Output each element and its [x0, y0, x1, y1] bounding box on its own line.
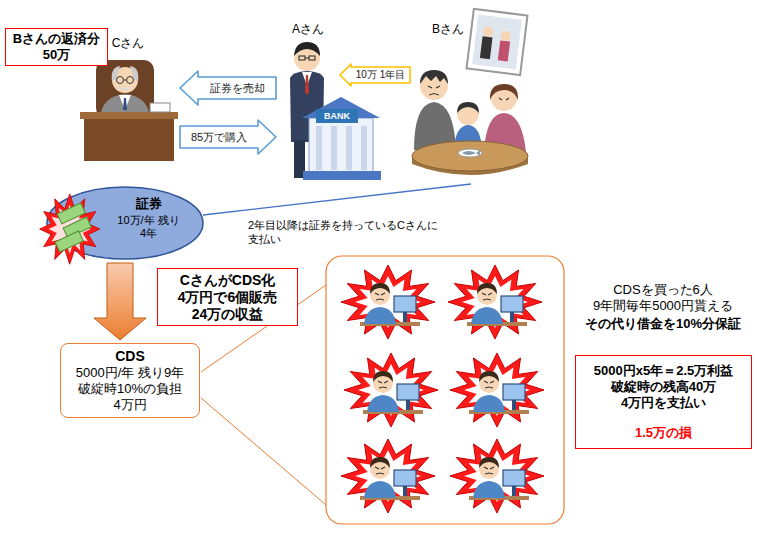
cds-arrow [94, 263, 146, 340]
family-b-figure [457, 102, 479, 113]
person-a-figure [305, 58, 309, 59]
security-ellipse: 証券 10万/年 残り 4年 [45, 185, 205, 261]
person-c-figure [80, 112, 178, 119]
buyers-group [341, 265, 435, 339]
family-b-figure [458, 149, 482, 157]
debt-box: Bさんの返済分 50万 [5, 28, 108, 66]
photo-frame [500, 30, 511, 41]
person-c-figure [119, 87, 131, 89]
person-a-figure [294, 42, 320, 56]
buyers-group [344, 353, 438, 427]
family-b-figure [499, 98, 509, 100]
payment-arrow [340, 64, 410, 86]
family-b-figure [420, 70, 448, 84]
buyers-group [450, 353, 544, 427]
node-text: 5000円/年 残り9年 破綻時10%の負担 4万円 [66, 365, 194, 413]
person-c-figure [127, 77, 134, 84]
bank-building [316, 126, 322, 170]
cds-box: CDS5000円/年 残り9年 破綻時10%の負担 4万円 [60, 343, 200, 418]
person-c-figure [80, 60, 178, 161]
photo-frame [467, 9, 528, 75]
person-c-figure [84, 119, 174, 161]
family-b-figure [490, 84, 518, 100]
buyers-note-bold: その代り借金を10%分保証 [577, 316, 749, 332]
buy-arrow [180, 120, 276, 154]
buyers-group [201, 398, 326, 505]
family-b-figure [428, 86, 440, 88]
node-text: Aさん [278, 22, 338, 37]
node-text: CさんがCDS化 4万円で6個販売 24万の収益 [162, 272, 293, 322]
sell-arrow [180, 71, 276, 105]
person-a-figure [305, 75, 309, 95]
person-c-figure [112, 66, 120, 82]
node-text: 10万/年 残り 4年 [114, 214, 184, 241]
bank-building [346, 126, 352, 170]
photo-frame [480, 36, 493, 59]
arrow-label: 証券を売却 [198, 77, 276, 99]
node-text: 1.5万の損 [581, 425, 746, 441]
person-a-figure [309, 56, 315, 60]
family-b-figure [412, 70, 528, 175]
photo-frame [483, 26, 494, 37]
person-c-figure [123, 98, 127, 110]
person-c-figure [130, 66, 138, 82]
person-a: Aさん [278, 22, 338, 182]
arrow-label: 85万で購入 [180, 126, 258, 148]
family-b-figure [457, 103, 479, 125]
security-ellipse-shape [55, 231, 83, 252]
node-text: CDS [66, 348, 194, 365]
node-text: Cさん [78, 36, 178, 51]
node-text: Bさんの返済分 50万 [9, 31, 104, 63]
family-b-figure [412, 141, 528, 171]
bank-building [309, 118, 373, 172]
node-text: 5000円x5年＝2.5万利益 破綻時の残高40万 4万円を支払い [581, 363, 746, 411]
bank-sign: BANK [316, 109, 358, 123]
buyers-group [326, 256, 564, 524]
family-b-figure [462, 150, 480, 156]
bank-building [303, 171, 381, 180]
family-b-figure [429, 94, 439, 96]
person-c-figure [119, 95, 131, 110]
loss-box: 5000円x5年＝2.5万利益 破綻時の残高40万 4万円を支払い 1.5万の損 [575, 355, 752, 449]
person-b: Bさん [412, 22, 530, 182]
person-c-figure [96, 60, 154, 118]
payment-line [203, 184, 471, 215]
buyers-group [450, 439, 544, 513]
security-ellipse-shape [55, 231, 83, 252]
payment-line [203, 184, 471, 215]
bank-building [302, 97, 381, 180]
bank-building [361, 126, 367, 170]
line-label: 2年目以降は証券を持っているCさんに 支払い [248, 218, 470, 247]
buyers-group [448, 265, 542, 339]
security-ellipse-shape [40, 194, 100, 264]
bank-building [316, 109, 358, 123]
buyers-note: CDSを買った6人 9年間毎年5000円貰える [577, 282, 749, 315]
photo-frame [467, 9, 528, 75]
person-c: Cさん [78, 36, 178, 162]
photo-frame [472, 15, 522, 70]
person-c-figure [112, 67, 138, 93]
photo-frame [498, 40, 510, 61]
person-a-figure [299, 56, 305, 60]
person-c-figure [117, 77, 124, 84]
node-text: Bさん [432, 22, 530, 37]
arrow-label: 10万 1年目 [351, 67, 410, 83]
person-c-figure [150, 103, 170, 112]
buyers-group [341, 439, 435, 513]
node-text: 証券 [100, 196, 197, 212]
bank-building [331, 126, 337, 170]
person-c-figure [124, 80, 127, 81]
cds-note-box: CさんがCDS化 4万円で6個販売 24万の収益 [157, 268, 298, 326]
security-ellipse-shape [40, 194, 100, 264]
